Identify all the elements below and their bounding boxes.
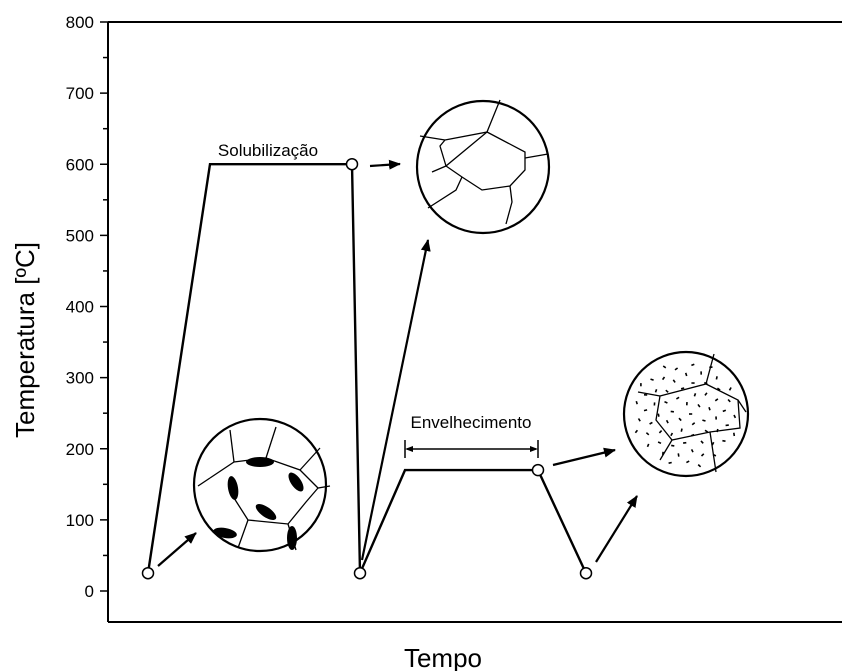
precipitate-dot [715,376,718,380]
precipitate-dot [702,419,706,422]
precipitate-dot [716,387,721,391]
precipitate-dot [716,428,719,433]
precipitate-dot [662,365,667,369]
curve-marker [141,566,155,580]
curve-marker [579,566,593,580]
precipitate-dot [675,396,680,400]
precipitate-dot [657,413,660,417]
precipitate-dot [645,432,650,436]
precipitate-dot [684,372,688,377]
solubilization-label: Solubilização [218,141,318,160]
precipitate-dot [733,432,736,437]
precipitate-dot [722,439,726,442]
initial-microstructure-icon [192,417,331,553]
aging-label: Envelhecimento [411,413,532,432]
y-tick-label: 200 [66,440,94,459]
precipitate-dot [712,453,717,457]
precipitate-dot [657,441,662,445]
precipitate-dot [704,392,708,396]
fine-precipitates [634,363,737,468]
precipitate-dot [700,440,704,444]
precipitate-dot [634,429,639,434]
curve-marker [531,463,545,477]
precipitate-dot [727,398,731,403]
precipitate-dot [670,432,674,437]
markers [141,157,593,580]
precipitate-dot [691,422,696,426]
x-axis-title: Tempo [404,643,482,671]
precipitate-dot [704,381,708,385]
arrow-to-solubilized-microstructure [369,159,401,170]
precipitate-dot [714,398,719,402]
precipitate-dot [733,414,737,419]
y-tick-label: 800 [66,13,94,32]
precipitate-dot [691,363,695,367]
precipitate-dot [690,449,694,453]
precipitate-dot [654,389,658,393]
solubilized-microstructure-icon [415,99,551,235]
precipitate-dot [646,443,650,448]
precipitate-dot [693,393,697,397]
curve-marker [345,157,359,171]
arrow-quench-to-solubilized-microstructure [360,239,431,561]
precipitate-dot [678,417,682,422]
precipitate-dot [697,403,701,408]
arrow-cooling-to-aged-microstructure [595,495,638,563]
curve-marker [353,566,367,580]
y-tick-label: 700 [66,84,94,103]
precipitate-dot [643,409,648,412]
y-tick-label: 100 [66,511,94,530]
precipitate-dot [650,378,654,381]
precipitate-dot [671,444,675,447]
precipitate-dot [680,387,685,390]
aged-microstructure-icon [622,350,750,478]
precipitate-dot [665,419,669,424]
precipitate-dot [665,389,669,393]
precipitate-dot [680,428,683,432]
precipitate-dot [686,460,690,464]
precipitate-dot [690,433,695,437]
precipitate-dot [668,461,672,464]
y-tick-label: 0 [85,582,94,601]
precipitate-dot [700,453,705,457]
y-axis-title: Temperatura [ºC] [10,242,40,438]
y-tick-label: 300 [66,369,94,388]
precipitate-dot [697,464,702,468]
precipitate-dot [661,376,666,381]
precipitate-dot [704,429,709,433]
precipitate-dot [674,367,679,371]
precipitate-dot [711,441,715,446]
precipitate-dot [728,387,732,391]
precipitate-dot [658,430,663,434]
precipitate-dot [649,421,653,425]
aging-dimension-bar [404,440,539,458]
precipitate-dot [708,407,711,411]
precipitate-dot [664,400,668,404]
y-tick-label: 400 [66,298,94,317]
y-tick-label: 600 [66,155,94,174]
arrow-to-initial-microstructure [157,532,197,567]
precipitate-dot [722,409,727,413]
precipitate-dot [677,453,680,457]
arrow-to-aged-microstructure [552,447,616,467]
y-tick-label: 500 [66,226,94,245]
precipitate-dot [635,400,638,405]
precipitate-dot [637,418,641,422]
precipitate-dot [672,379,676,383]
y-ticks: 0 100 200 300 400 500 600 700 800 [66,13,108,601]
